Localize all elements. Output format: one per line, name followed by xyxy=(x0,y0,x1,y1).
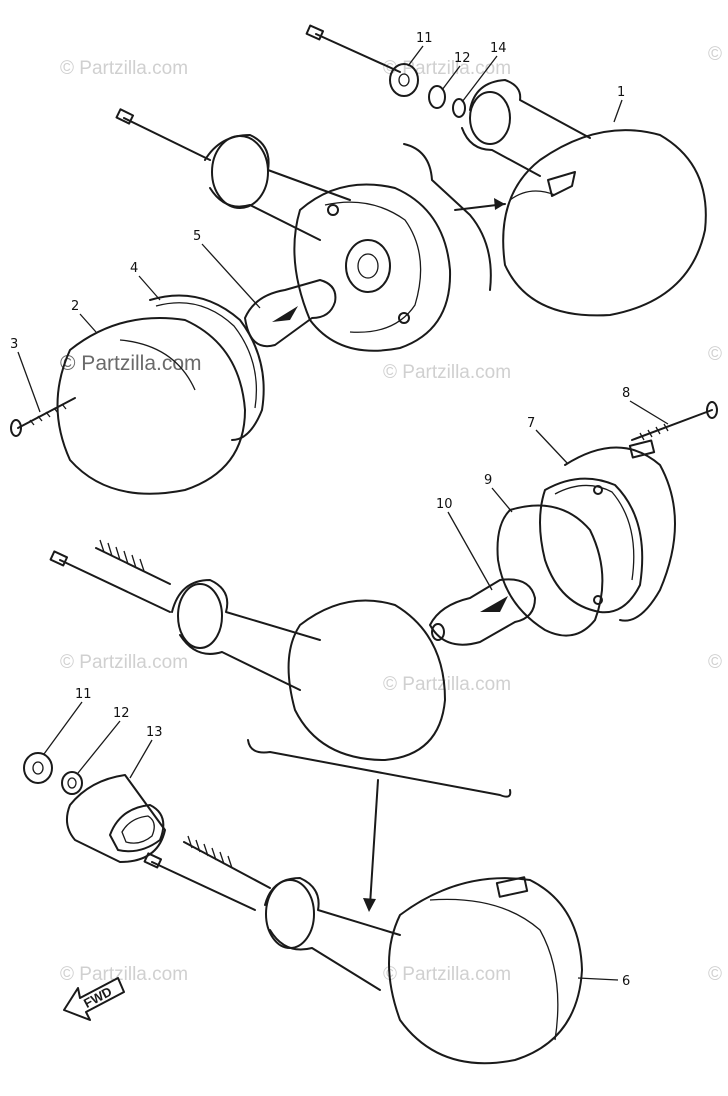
callout-12: 12 xyxy=(113,706,130,721)
callout-12: 12 xyxy=(454,51,471,66)
callout-10: 10 xyxy=(436,497,453,512)
watermark: © Partzilla.com xyxy=(60,652,188,673)
callout-3: 3 xyxy=(10,337,18,352)
washer-part-12 xyxy=(428,85,446,109)
callout-9: 9 xyxy=(484,473,492,488)
lamp-base xyxy=(293,183,452,352)
watermark: © Partzilla.com xyxy=(383,964,511,985)
callout-14: 14 xyxy=(490,41,507,56)
callout-4: 4 xyxy=(130,261,138,276)
watermark: © Partzilla.com xyxy=(383,362,511,383)
watermark: © Partzilla.com xyxy=(708,964,728,985)
nut-part-11 xyxy=(389,63,419,97)
lens-housing-part-7 xyxy=(564,446,676,622)
callout-11: 11 xyxy=(416,31,433,46)
washer-part-14 xyxy=(452,98,466,118)
callout-1: 1 xyxy=(617,85,625,100)
bulb-part-5 xyxy=(244,279,337,348)
callout-11: 11 xyxy=(75,687,92,702)
spacer-part-13 xyxy=(65,774,166,863)
stem-tube xyxy=(469,79,591,139)
assembly-bracket xyxy=(247,739,512,798)
threaded-stud xyxy=(95,547,171,585)
gasket-part-9 xyxy=(496,504,604,637)
lens-part-2 xyxy=(56,317,246,495)
watermark-prominent: © Partzilla.com xyxy=(60,352,202,375)
lamp-body xyxy=(287,599,446,761)
callout-6: 6 xyxy=(622,974,630,989)
watermark: © Partzilla.com xyxy=(60,964,188,985)
lamp-housing-part-6 xyxy=(388,877,583,1065)
threaded-stud xyxy=(183,841,271,889)
watermark: © Partzilla.com xyxy=(708,44,728,65)
watermark: © Partzilla.com xyxy=(708,652,728,673)
wire-lead xyxy=(59,559,171,613)
bottom-lamp-assembly xyxy=(23,739,583,1065)
watermark: © Partzilla.com xyxy=(383,674,511,695)
reflector-mark xyxy=(547,171,576,197)
bulb-socket xyxy=(345,239,391,293)
watermark: © Partzilla.com xyxy=(708,344,728,365)
callout-13: 13 xyxy=(146,725,163,740)
screw-part-8 xyxy=(631,401,718,441)
callout-8: 8 xyxy=(622,386,630,401)
assembly-bracket xyxy=(403,143,492,291)
top-right-lamp-assembly xyxy=(305,24,707,317)
wire-connector xyxy=(305,24,325,41)
watermarks: © Partzilla.com © Partzilla.com © Partzi… xyxy=(60,44,728,985)
callouts: 1 11 12 14 5 4 2 3 8 7 9 10 11 xyxy=(10,31,669,989)
screw-part-3 xyxy=(10,397,76,437)
stem-tube xyxy=(204,134,351,201)
bulb-part-10 xyxy=(429,578,536,646)
lamp-housing-part-1 xyxy=(502,129,707,317)
callout-2: 2 xyxy=(71,299,79,314)
wire-lead xyxy=(123,117,211,161)
watermark: © Partzilla.com xyxy=(60,58,188,79)
gasket-part-4 xyxy=(149,294,265,441)
wire-lead xyxy=(315,33,401,73)
watermark: © Partzilla.com xyxy=(383,58,511,79)
nut-part-11 xyxy=(23,752,53,784)
callout-5: 5 xyxy=(193,229,201,244)
assembly-arrow xyxy=(369,779,379,906)
wire-lead xyxy=(151,861,256,911)
middle-lamp-assembly xyxy=(49,401,718,761)
washer-part-12 xyxy=(61,771,83,795)
callout-7: 7 xyxy=(527,416,535,431)
upper-lamp-assembly xyxy=(10,108,452,495)
